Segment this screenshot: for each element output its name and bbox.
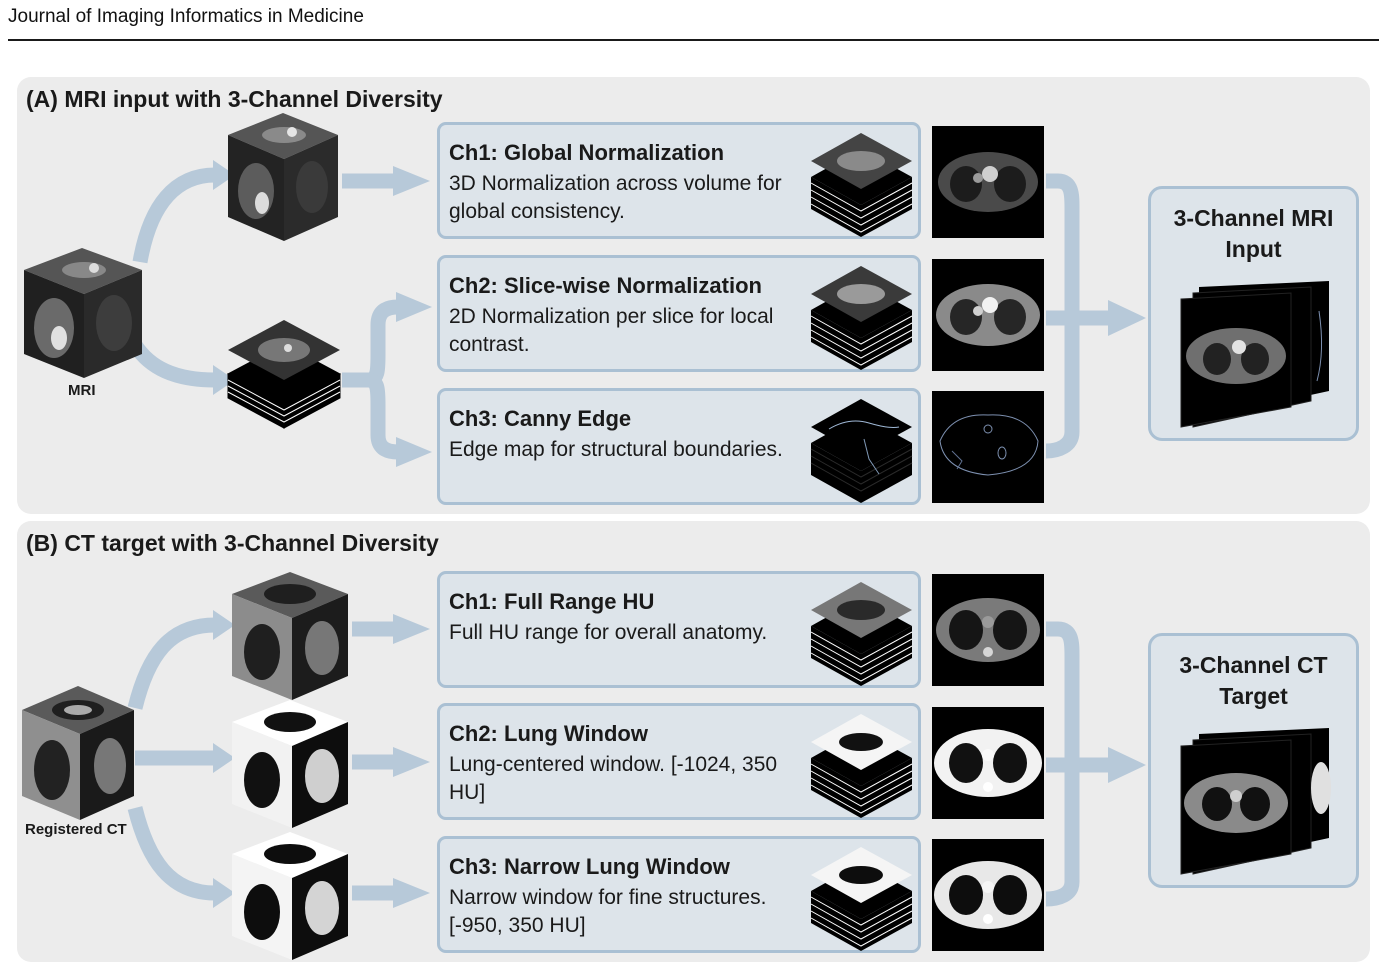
mri-ch1-description: 3D Normalization across volume for globa… — [449, 172, 782, 223]
ct-ch2-slice-stack-icon — [810, 714, 913, 818]
ct-ch2-description: Lung-centered window. [-1024, 350 HU] — [449, 753, 778, 804]
mri-ch3-box: Ch3: Canny Edge Edge map for structural … — [437, 388, 921, 505]
ct-output-box: 3-Channel CT Target — [1148, 633, 1359, 888]
ct-ch1-title: Ch1: Full Range HU — [449, 589, 655, 614]
mri-slice-stack — [226, 320, 342, 429]
ct-source-label: Registered CT — [25, 821, 127, 838]
mri-ch3-title: Ch3: Canny Edge — [449, 406, 632, 431]
mri-ch1-box: Ch1: Global Normalization 3D Normalizati… — [437, 122, 921, 239]
panel-b-title: (B) CT target with 3-Channel Diversity — [26, 530, 439, 556]
mri-ch3-description: Edge map for structural boundaries. — [449, 438, 783, 461]
ct-output-title-line2: Target — [1219, 683, 1288, 709]
ct-full-range-cube — [232, 572, 348, 700]
mri-ch2-thumbnail — [932, 259, 1044, 371]
mri-output-title-line2: Input — [1225, 236, 1282, 262]
mri-output-title: 3-Channel MRI Input — [1151, 203, 1356, 265]
mri-ch2-description: 2D Normalization per slice for local con… — [449, 305, 774, 356]
ct-source-cube — [22, 686, 134, 820]
ct-ch1-slice-stack-icon — [810, 582, 913, 686]
journal-title: Journal of Imaging Informatics in Medici… — [8, 6, 364, 27]
ct-output-channel-stack — [1180, 728, 1331, 875]
mri-source-label: MRI — [68, 382, 96, 399]
ct-ch2-thumbnail — [932, 707, 1044, 819]
mri-volume-cube — [228, 113, 338, 241]
mri-output-channel-stack — [1180, 281, 1329, 428]
mri-ch2-box: Ch2: Slice-wise Normalization 2D Normali… — [437, 255, 921, 372]
mri-output-title-line1: 3-Channel MRI — [1173, 205, 1334, 231]
ct-ch2-title: Ch2: Lung Window — [449, 721, 648, 746]
mri-ch1-thumbnail — [932, 126, 1044, 238]
mri-ch1-slice-stack-icon — [810, 133, 913, 237]
mri-ch2-title: Ch2: Slice-wise Normalization — [449, 273, 762, 298]
header-rule — [8, 39, 1379, 41]
ct-ch2-box: Ch2: Lung Window Lung-centered window. [… — [437, 703, 921, 820]
ct-lung-window-cube — [232, 700, 348, 828]
mri-ch3-slice-stack-icon — [810, 399, 913, 503]
mri-source-cube — [24, 248, 142, 378]
mri-ch2-slice-stack-icon — [810, 266, 913, 370]
mri-ch1-title: Ch1: Global Normalization — [449, 140, 725, 165]
ct-ch3-description: Narrow window for fine structures. [-950… — [449, 886, 767, 937]
ct-ch3-slice-stack-icon — [810, 847, 913, 951]
ct-ch3-thumbnail — [932, 839, 1044, 951]
ct-output-title: 3-Channel CT Target — [1151, 650, 1356, 712]
ct-ch3-title: Ch3: Narrow Lung Window — [449, 854, 730, 879]
ct-output-title-line1: 3-Channel CT — [1179, 652, 1328, 678]
ct-ch3-box: Ch3: Narrow Lung Window Narrow window fo… — [437, 836, 921, 953]
ct-ch1-description: Full HU range for overall anatomy. — [449, 621, 768, 644]
mri-output-box: 3-Channel MRI Input — [1148, 186, 1359, 441]
mri-ch3-thumbnail — [932, 391, 1044, 503]
panel-a-title: (A) MRI input with 3-Channel Diversity — [26, 86, 443, 112]
ct-narrow-window-cube — [232, 832, 348, 960]
ct-ch1-box: Ch1: Full Range HU Full HU range for ove… — [437, 571, 921, 688]
ct-ch1-thumbnail — [932, 574, 1044, 686]
